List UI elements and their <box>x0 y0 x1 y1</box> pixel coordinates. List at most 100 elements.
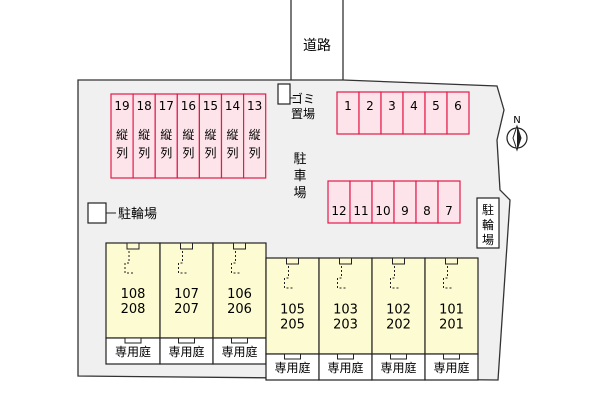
unit-block <box>371 257 426 355</box>
unit-number-upper: 102 <box>386 303 411 318</box>
parking-slot-number: 3 <box>388 99 396 113</box>
garden-gate <box>178 337 195 344</box>
parking-slot-type-label: 列 <box>249 146 261 160</box>
parking-slot-number: 10 <box>375 204 390 218</box>
parking-slot-number: 8 <box>423 204 431 218</box>
parking-slot-type-label: 列 <box>204 146 216 160</box>
garden-gate <box>284 353 301 360</box>
parking-slot-number: 6 <box>454 99 462 113</box>
parking-slot-type-label: 縦 <box>182 128 194 142</box>
road-label: 道路 <box>303 38 331 54</box>
parking-slot-type-label: 列 <box>160 146 172 160</box>
unit-entrance-notch <box>233 242 246 250</box>
garbage-label-2: 置場 <box>291 107 315 121</box>
garden-label: 専用庭 <box>115 344 151 359</box>
parking-slot-number: 11 <box>353 204 368 218</box>
unit-number-lower: 201 <box>439 318 464 333</box>
garden-gate <box>390 353 407 360</box>
parking-slot-number: 17 <box>159 99 174 113</box>
garden-gate <box>337 353 354 360</box>
parking-slot-number: 1 <box>344 99 352 113</box>
stairs-icon <box>390 266 399 289</box>
parking-label-1: 駐 <box>293 152 306 167</box>
unit-entrance-notch <box>180 242 193 250</box>
stairs-icon <box>337 266 346 289</box>
bike-parking-right <box>476 197 500 249</box>
unit-number-upper: 108 <box>121 287 146 302</box>
stairs-icon <box>231 251 240 274</box>
parking-slot-number: 15 <box>203 99 218 113</box>
parking-slot-number: 12 <box>331 204 346 218</box>
bike-right-label-1: 駐 <box>482 202 494 217</box>
stairs-icon <box>443 266 452 289</box>
parking-slot-type-label: 列 <box>182 146 194 160</box>
unit-number-upper: 103 <box>333 303 358 318</box>
parking-slot-number: 9 <box>401 204 409 218</box>
north-arrow-icon: N <box>506 115 528 152</box>
unit-number-upper: 105 <box>280 303 305 318</box>
garden-label: 専用庭 <box>433 360 469 375</box>
unit-number-lower: 203 <box>333 318 358 333</box>
building-units-group: 108208専用庭107207専用庭106206専用庭105205専用庭1032… <box>105 242 479 381</box>
parking-slot-type-label: 列 <box>227 146 239 160</box>
parking-slot-number: 13 <box>247 99 262 113</box>
unit-entrance-notch <box>445 257 458 265</box>
unit-number-lower: 206 <box>227 302 252 317</box>
parking-slot-6 <box>446 91 470 135</box>
parking-label-2: 車 <box>293 169 306 184</box>
stairs-icon <box>284 266 293 289</box>
bike-right-label-3: 場 <box>482 233 494 247</box>
stairs-icon <box>178 251 187 274</box>
unit-number-lower: 202 <box>386 318 411 333</box>
garden-label: 専用庭 <box>327 360 363 375</box>
parking-slot-number: 14 <box>225 99 240 113</box>
parking-slot-type-label: 縦 <box>227 128 239 142</box>
bike-parking-left <box>87 202 107 224</box>
bike-parking-left-label: 駐輪場 <box>118 206 157 222</box>
parking-slot-13 <box>243 93 267 179</box>
parking-slot-type-label: 縦 <box>249 128 261 142</box>
parking-slot-7 <box>437 180 461 224</box>
parking-slot-number: 18 <box>137 99 152 113</box>
parking-slot-type-label: 列 <box>116 146 128 160</box>
unit-block <box>159 242 214 339</box>
garden-gate <box>231 337 248 344</box>
parking-slot-number: 7 <box>445 204 453 218</box>
parking-slot-type-label: 列 <box>138 146 150 160</box>
parking-slot-number: 16 <box>181 99 196 113</box>
parking-slot-number: 19 <box>114 99 129 113</box>
unit-entrance-notch <box>126 242 140 250</box>
garden-label: 専用庭 <box>221 344 257 359</box>
parking-slot-number: 2 <box>366 99 374 113</box>
garden-label: 専用庭 <box>274 360 310 375</box>
unit-number-lower: 205 <box>280 318 305 333</box>
parking-label-3: 場 <box>293 186 306 201</box>
unit-entrance-notch <box>339 257 352 265</box>
unit-block <box>424 257 479 355</box>
parking-slot-number: 4 <box>410 99 418 113</box>
garden-gate <box>124 337 142 344</box>
unit-entrance-notch <box>286 257 299 265</box>
garden-label: 専用庭 <box>380 360 416 375</box>
unit-block <box>318 257 373 355</box>
garbage-label-1: ゴミ <box>291 91 315 106</box>
parking-slot-type-label: 縦 <box>160 128 172 142</box>
garden-label: 専用庭 <box>168 344 204 359</box>
unit-number-upper: 106 <box>227 287 252 302</box>
unit-number-lower: 207 <box>174 302 199 317</box>
parking-slot-number: 5 <box>432 99 440 113</box>
parking-slot-type-label: 縦 <box>138 128 150 142</box>
unit-block <box>212 242 267 339</box>
unit-entrance-notch <box>392 257 405 265</box>
